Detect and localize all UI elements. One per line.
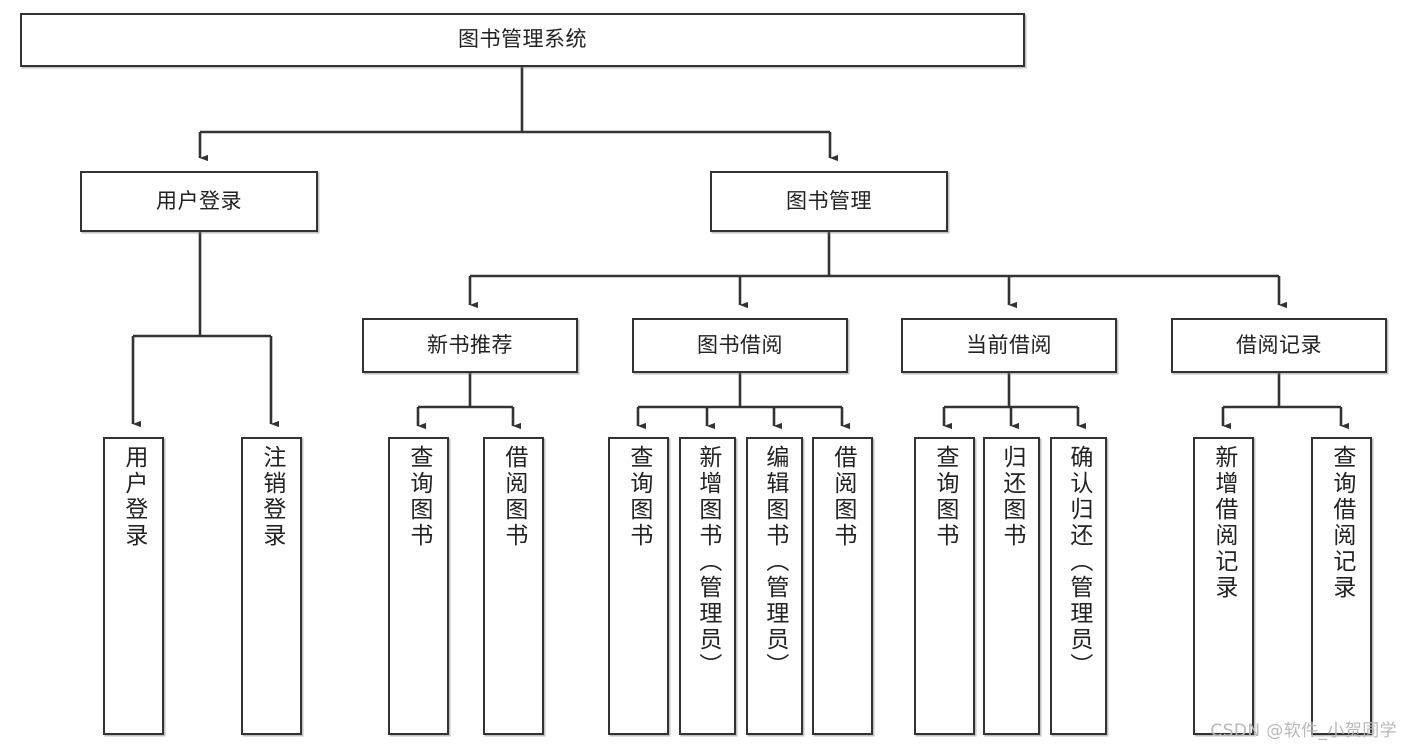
node-leaf-borrow-book-2-label: 借阅图书 [829, 445, 856, 549]
node-new-book-recommend[interactable]: 新书推荐 [362, 318, 578, 373]
node-current-borrow[interactable]: 当前借阅 [901, 318, 1117, 373]
node-leaf-user-logout-label: 注销登录 [258, 445, 285, 549]
node-leaf-add-book[interactable]: 新增图书（管理员） [679, 437, 736, 735]
node-leaf-user-login[interactable]: 用户登录 [103, 437, 164, 735]
node-root[interactable]: 图书管理系统 [20, 13, 1025, 67]
node-leaf-edit-book-label: 编辑图书（管理员） [761, 445, 788, 679]
node-leaf-borrow-book-1[interactable]: 借阅图书 [483, 437, 544, 735]
node-leaf-query-book-2-label: 查询图书 [625, 445, 652, 549]
node-leaf-query-book-3-label: 查询图书 [931, 445, 958, 549]
node-leaf-query-book-1[interactable]: 查询图书 [388, 437, 449, 735]
node-leaf-query-record[interactable]: 查询借阅记录 [1311, 437, 1372, 735]
node-leaf-add-record[interactable]: 新增借阅记录 [1193, 437, 1254, 735]
node-book-management[interactable]: 图书管理 [710, 171, 948, 232]
node-new-book-recommend-label: 新书推荐 [427, 332, 513, 357]
node-leaf-query-record-label: 查询借阅记录 [1328, 445, 1355, 601]
node-leaf-query-book-2[interactable]: 查询图书 [608, 437, 669, 735]
node-leaf-borrow-book-1-label: 借阅图书 [500, 445, 527, 549]
node-leaf-edit-book[interactable]: 编辑图书（管理员） [746, 437, 803, 735]
node-borrow-record-label: 借阅记录 [1236, 332, 1322, 357]
node-leaf-user-login-label: 用户登录 [120, 445, 147, 549]
node-leaf-return-book-label: 归还图书 [998, 445, 1025, 549]
node-leaf-query-book-3[interactable]: 查询图书 [914, 437, 975, 735]
node-leaf-return-book[interactable]: 归还图书 [983, 437, 1040, 735]
node-borrow-record[interactable]: 借阅记录 [1171, 318, 1387, 373]
node-user-login[interactable]: 用户登录 [80, 171, 318, 232]
watermark-text: CSDN @软件_小贺同学 [1210, 721, 1397, 741]
node-leaf-confirm-return-label: 确认归还（管理员） [1065, 445, 1092, 679]
node-leaf-query-book-1-label: 查询图书 [405, 445, 432, 549]
node-user-login-label: 用户登录 [156, 188, 242, 213]
node-book-borrow[interactable]: 图书借阅 [632, 318, 848, 373]
node-current-borrow-label: 当前借阅 [966, 332, 1052, 357]
node-leaf-user-logout[interactable]: 注销登录 [241, 437, 302, 735]
node-leaf-confirm-return[interactable]: 确认归还（管理员） [1050, 437, 1107, 735]
node-leaf-add-book-label: 新增图书（管理员） [694, 445, 721, 679]
node-leaf-add-record-label: 新增借阅记录 [1210, 445, 1237, 601]
node-root-label: 图书管理系统 [458, 27, 587, 52]
node-book-borrow-label: 图书借阅 [697, 332, 783, 357]
node-leaf-borrow-book-2[interactable]: 借阅图书 [812, 437, 873, 735]
node-book-management-label: 图书管理 [786, 188, 872, 213]
